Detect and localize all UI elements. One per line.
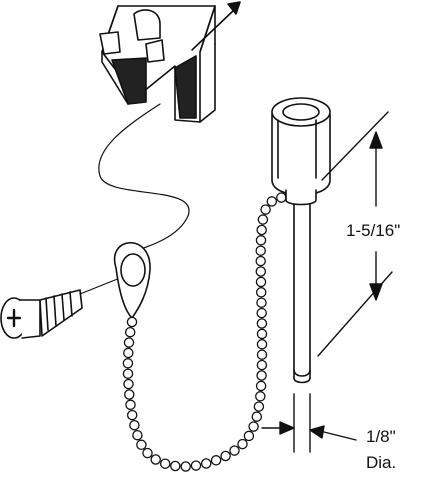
chain-bead: [260, 204, 271, 215]
chain-bead: [256, 370, 267, 381]
chain-bead: [255, 391, 266, 402]
chain-bead: [123, 378, 134, 390]
chain-bead: [170, 460, 181, 472]
chain-bead: [150, 454, 161, 465]
chain-bead: [180, 461, 191, 472]
chain-bead: [126, 316, 138, 328]
chain-bead: [255, 287, 267, 298]
diameter-dimension: [261, 393, 357, 453]
mounting-screw: [0, 289, 83, 339]
chain-bead: [255, 245, 266, 256]
chain-bead: [132, 429, 143, 441]
chain-bead: [125, 399, 136, 411]
chain-bead: [243, 430, 255, 442]
chain-bead: [122, 368, 134, 379]
chain-bead: [220, 450, 231, 462]
chain-bead: [129, 419, 140, 431]
chain-bead: [256, 224, 267, 236]
chain-bead: [142, 447, 153, 459]
length-dimension: [317, 111, 393, 357]
chain-bead: [190, 460, 202, 471]
chain-bead: [255, 266, 267, 277]
chain-bead: [251, 411, 263, 422]
pin: [271, 97, 331, 384]
diameter-label: 1/8": [366, 427, 396, 446]
chain-bead: [248, 421, 259, 432]
chain-bead: [229, 445, 240, 456]
cord: [98, 103, 190, 257]
chain-bead: [256, 349, 268, 360]
chain-bead: [256, 359, 268, 371]
chain-bead: [276, 192, 287, 203]
screw-cord: [79, 277, 121, 295]
chain-bead: [257, 214, 269, 225]
chain-bead: [237, 438, 248, 450]
chain-bead: [256, 318, 268, 329]
chain-bead: [255, 276, 267, 288]
length-label: 1-5/16": [346, 221, 401, 240]
diameter-unit-label: Dia.: [366, 453, 397, 472]
chain-bead: [256, 339, 268, 350]
chain-bead: [255, 255, 266, 267]
chain-bead: [126, 409, 138, 421]
eyelet: [113, 242, 151, 319]
chain-bead: [122, 358, 134, 369]
chain-bead: [256, 297, 267, 308]
bead-chain: [122, 192, 287, 472]
chain-bead: [200, 458, 212, 469]
chain-bead: [255, 380, 267, 392]
chain-bead: [159, 458, 171, 469]
chain-bead: [124, 326, 136, 338]
chain-bead: [266, 196, 278, 207]
chain-bead: [253, 401, 265, 412]
chain-bead: [256, 328, 268, 340]
chain-bead: [123, 347, 134, 359]
chain-bead: [136, 439, 147, 451]
chain-bead: [123, 337, 135, 348]
chain-bead: [124, 389, 135, 400]
chain-bead: [210, 455, 222, 466]
chain-bead: [256, 307, 267, 319]
mounting-bracket: [99, 1, 241, 123]
chain-bead: [255, 235, 267, 246]
